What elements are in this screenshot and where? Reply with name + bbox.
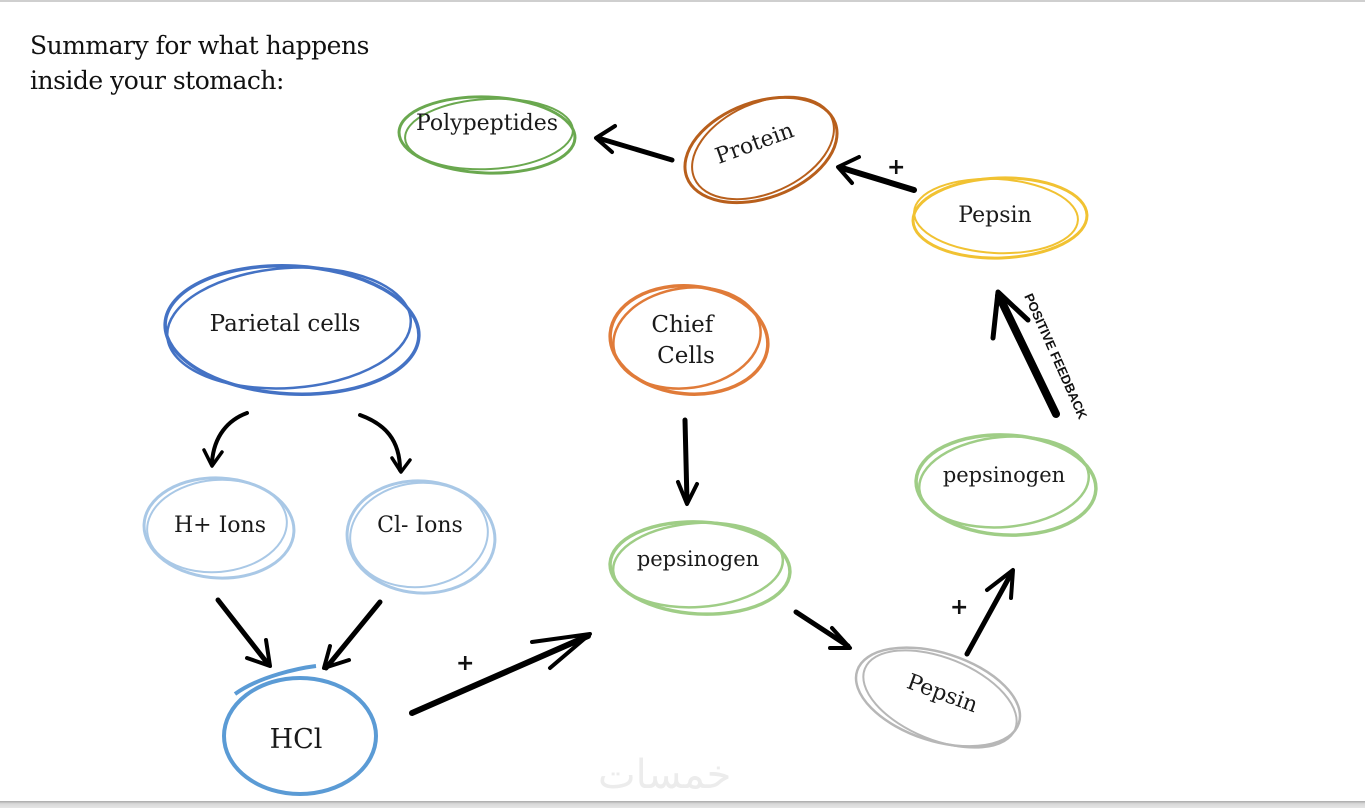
node-ring (913, 177, 1079, 255)
node-ring (611, 521, 785, 609)
arrow-pepsin-to-protein (836, 155, 917, 193)
arrow-parietal-to-h-ions (202, 411, 249, 468)
node-h-ions: H+ Ions (142, 476, 296, 580)
node-cl-ions: Cl- Ions (345, 479, 497, 595)
title-line-1: Summary for what happens (30, 31, 369, 60)
node-ring (345, 479, 497, 595)
polypeptides-label: Polypeptides (416, 111, 558, 136)
arrow-pepsinogen-to-pepsin (793, 609, 852, 650)
node-pepsinogen-right: pepsinogen (914, 433, 1098, 537)
plus-sign-hcl-pepsinogen: + (456, 651, 474, 676)
node-ring (222, 676, 378, 796)
plus-sign-pepsin-pepsinogen: + (950, 595, 968, 620)
node-ring (142, 476, 296, 580)
plus-sign-pepsin-protein: + (887, 155, 905, 180)
node-ring (914, 433, 1098, 537)
node-pepsin-bottom: Pepsin (854, 646, 1022, 749)
parietal-cells-label: Parietal cells (210, 311, 361, 337)
watermark-logo: خمسات (598, 752, 732, 798)
protein-label: Protein (712, 118, 797, 169)
node-protein: Protein (683, 95, 839, 205)
pepsinogen-mid-label: pepsinogen (637, 547, 759, 571)
node-chief-cells: Chief Cells (608, 284, 770, 396)
node-ring (165, 266, 413, 390)
chief-cells-line-1: Chief (651, 312, 714, 338)
node-ring (917, 435, 1091, 529)
cl-ions-label: Cl- Ions (377, 513, 463, 538)
node-ring (691, 95, 835, 201)
arrow-chief-to-pepsinogen (676, 417, 699, 506)
node-ring (404, 97, 574, 171)
node-ring (683, 95, 839, 205)
pepsin-top-label: Pepsin (958, 203, 1031, 228)
chief-cells-line-2: Cells (657, 343, 715, 369)
node-ring (911, 176, 1089, 260)
arrow-cl-ions-to-hcl (322, 599, 383, 671)
pepsinogen-right-label: pepsinogen (943, 463, 1065, 487)
top-border (0, 0, 1365, 2)
node-hcl: HCl (222, 664, 378, 796)
node-pepsinogen-mid: pepsinogen (608, 520, 792, 616)
node-ring (163, 263, 421, 397)
node-pepsin-top: Pepsin (911, 176, 1089, 260)
node-ring (854, 646, 1022, 748)
node-ring (233, 664, 317, 696)
arrow-positive-feedback (990, 289, 1060, 418)
page-title: Summary for what happens inside your sto… (30, 28, 410, 98)
node-parietal-cells: Parietal cells (163, 263, 421, 397)
chief-cells-label: Chief Cells (651, 312, 720, 369)
node-ring (862, 649, 1018, 749)
hcl-label: HCl (270, 724, 323, 755)
h-ions-label: H+ Ions (174, 513, 266, 538)
bottom-border (0, 801, 1365, 808)
title-line-2: inside your stomach: (30, 66, 284, 95)
arrow-pepsin-to-pepsinogen (964, 568, 1015, 657)
node-ring (146, 478, 288, 574)
node-polypeptides: Polypeptides (397, 95, 577, 175)
arrow-hcl-to-pepsinogen (409, 632, 592, 716)
node-ring (608, 284, 770, 396)
node-ring (349, 481, 489, 589)
arrow-protein-to-polypeptides (594, 124, 675, 163)
pepsin-bottom-label: Pepsin (903, 670, 981, 719)
arrow-h-ions-to-hcl (215, 597, 272, 668)
node-ring (397, 95, 577, 175)
node-ring (612, 286, 762, 390)
arrow-parietal-to-cl-ions (358, 413, 412, 474)
